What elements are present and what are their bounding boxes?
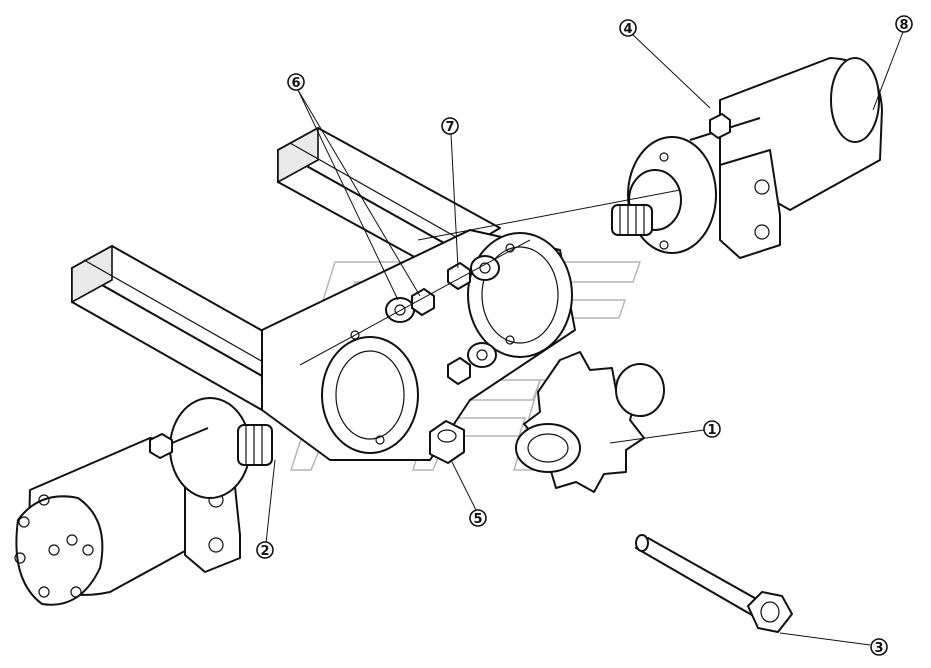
callout-8-label: 8 (899, 18, 908, 33)
callout-8: 8 (895, 15, 913, 33)
callout-1: 1 (703, 420, 721, 438)
callout-4: 4 (619, 19, 637, 37)
callout-7-label: 7 (445, 120, 454, 135)
callout-6: 6 (287, 73, 305, 91)
callout-7: 7 (441, 117, 459, 135)
callout-6-label: 6 (291, 76, 300, 91)
callout-5-label: 5 (473, 512, 482, 527)
callout-1-label: 1 (707, 423, 716, 438)
callout-2-label: 2 (260, 544, 269, 559)
callout-5: 5 (469, 509, 487, 527)
long-bolt (635, 534, 793, 633)
left-motor (14, 397, 273, 606)
callout-2: 2 (256, 541, 274, 559)
callout-3: 3 (870, 638, 888, 656)
callout-4-label: 4 (623, 22, 632, 37)
upper-tube (277, 126, 501, 283)
mounting-plate (261, 229, 576, 461)
right-motor (611, 57, 883, 259)
leader-lines (265, 31, 904, 646)
sprocket (515, 351, 665, 493)
callout-3-label: 3 (874, 641, 883, 656)
